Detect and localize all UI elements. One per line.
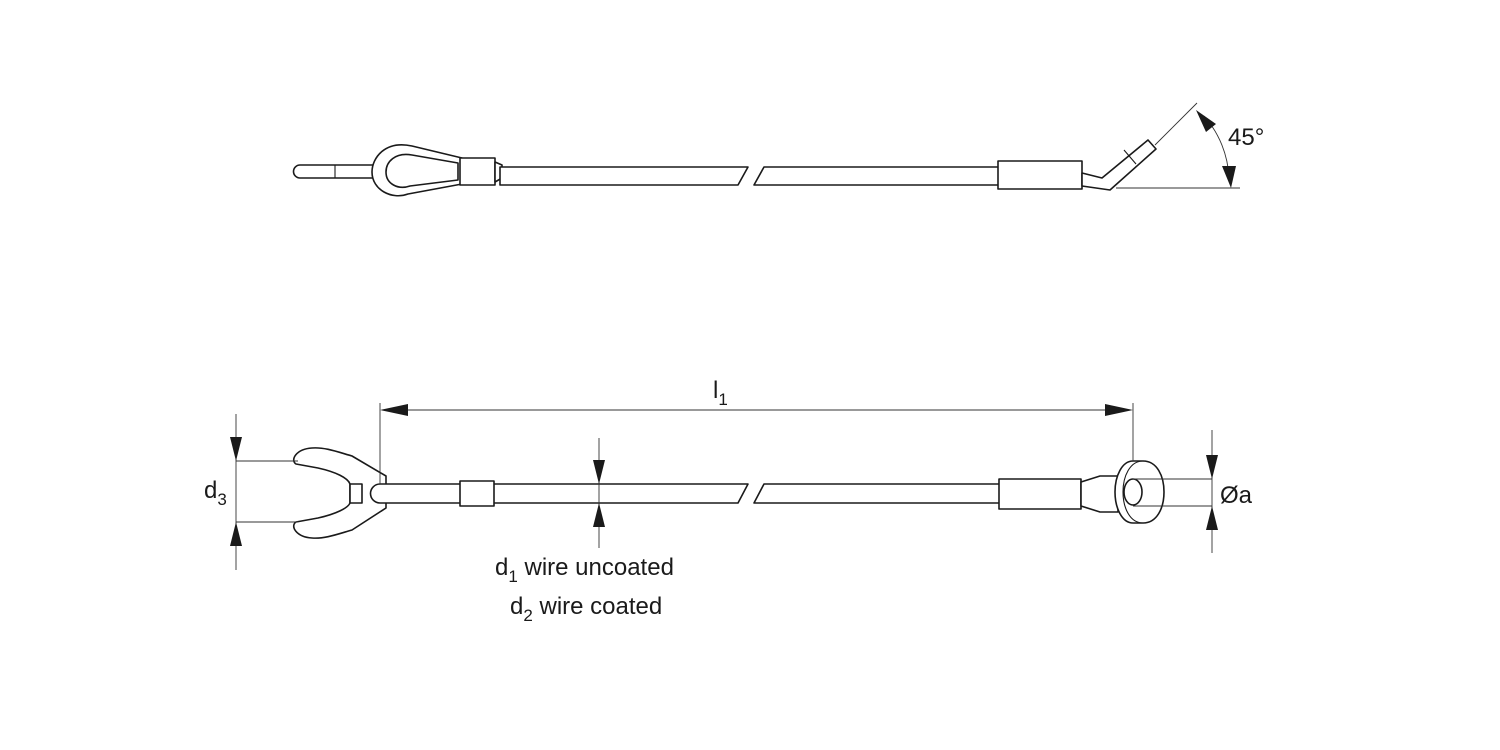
front-view: l1 d3 Øa d1 wire uncoated d2 wire coated xyxy=(204,377,1253,625)
front-wire xyxy=(369,483,749,504)
top-pin xyxy=(292,164,391,179)
length-label: l1 xyxy=(713,377,728,409)
front-sleeve xyxy=(998,478,1082,510)
d3-label: d3 xyxy=(204,477,227,509)
diameter-label: Øa xyxy=(1220,482,1253,509)
top-sleeve xyxy=(997,160,1083,190)
angle-label: 45° xyxy=(1228,124,1264,151)
top-ferrule xyxy=(459,157,496,186)
eye-connector xyxy=(1080,475,1119,513)
note-wire-coated: d2 wire coated xyxy=(510,593,662,625)
note-wire-uncoated: d1 wire uncoated xyxy=(495,554,674,586)
top-wire xyxy=(499,166,749,186)
top-view: 45° xyxy=(292,102,1264,197)
wire-crimp xyxy=(459,480,495,507)
top-bent-end xyxy=(1081,139,1157,191)
